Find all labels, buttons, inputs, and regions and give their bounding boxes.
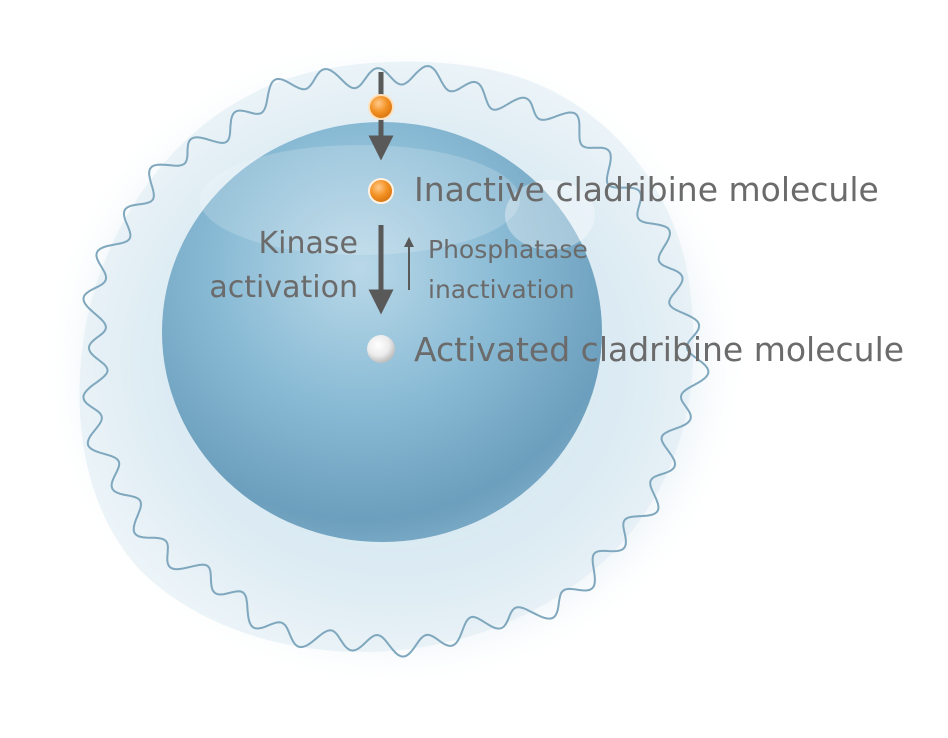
cell-membrane: [82, 64, 710, 658]
activated-molecule-label: Activated cladribine molecule: [414, 330, 904, 369]
activated-molecule-icon: [367, 335, 395, 363]
phosphatase-label-line1: Phosphatase: [428, 235, 588, 264]
inactive-molecule-label: Inactive cladribine molecule: [414, 170, 879, 209]
nucleus-highlight: [200, 145, 520, 255]
kinase-label-line2: activation: [209, 270, 358, 305]
nucleus: [162, 122, 602, 542]
nucleus-highlight-right: [505, 180, 595, 250]
kinase-label-line1: Kinase: [259, 226, 359, 261]
phosphatase-label-line2: inactivation: [428, 275, 575, 304]
entering-molecule-icon: [368, 94, 394, 120]
inactive-molecule-icon: [368, 178, 394, 204]
